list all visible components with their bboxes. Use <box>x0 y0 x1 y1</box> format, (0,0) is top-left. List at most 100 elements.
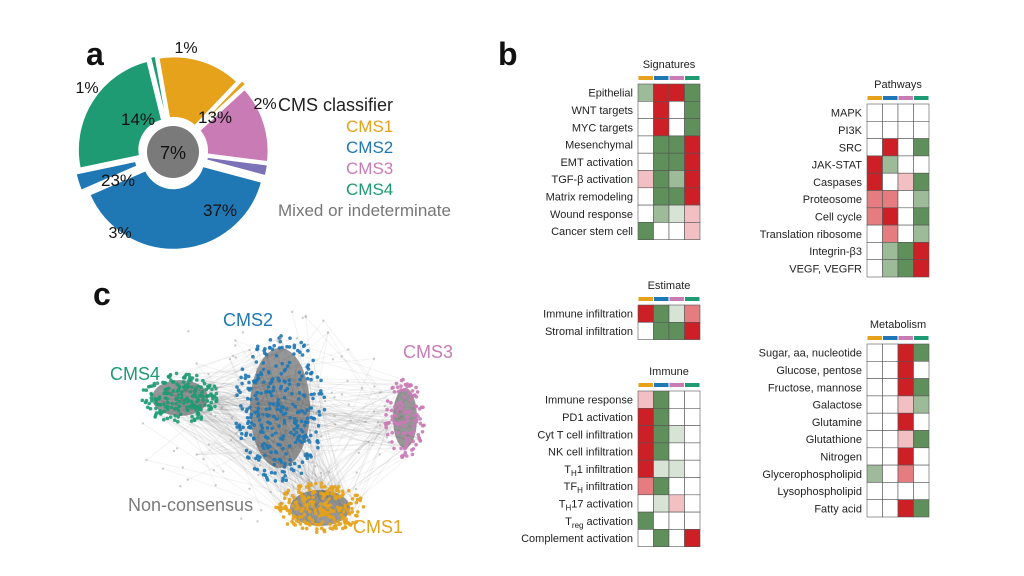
heatmap-row-label: Cancer stem cell <box>551 226 633 238</box>
heatmap-cell <box>897 482 914 500</box>
heatmap-cell <box>897 259 914 278</box>
heatmap-row-label: Translation ribosome <box>760 229 862 241</box>
network-label-cms3: CMS3 <box>403 342 453 362</box>
heatmap-cell <box>668 222 685 240</box>
heatmap-header-bar <box>669 297 684 301</box>
pie-slice-4 <box>87 164 264 252</box>
heatmap-cell <box>668 459 685 478</box>
heatmap-row-label: Glutathione <box>806 434 862 446</box>
heatmap-cell <box>653 442 670 461</box>
heatmap-cell <box>882 190 899 209</box>
network-graph: CMS2 CMS3 CMS4 Non-consensus CMS1 <box>110 310 453 537</box>
heatmap-row-label: TH1 infiltration <box>564 464 633 478</box>
heatmap-cell <box>653 222 670 240</box>
heatmap-cell <box>684 83 701 102</box>
heatmap-row-label: Fructose, mannose <box>768 382 862 394</box>
heatmap-cell <box>653 425 670 444</box>
heatmap-cell <box>684 118 701 137</box>
pie-label-5: 3% <box>108 225 131 242</box>
heatmap-cell <box>684 425 701 444</box>
heatmap-header-bar <box>654 76 669 80</box>
heatmap-cell <box>897 395 914 414</box>
heatmap-cell <box>913 412 930 431</box>
heatmap-cell <box>866 103 883 122</box>
heatmap-cell <box>684 511 701 530</box>
heatmap-row-label: Stromal infiltration <box>545 326 633 338</box>
heatmap-cell <box>637 407 654 426</box>
heatmap-cell <box>882 343 899 362</box>
heatmap-cell <box>684 459 701 478</box>
heatmap-pathways: PathwaysMAPKPI3KSRCJAK-STATCaspasesProte… <box>760 79 930 278</box>
pie-label-2: 13% <box>198 108 232 127</box>
heatmap-cell <box>866 259 883 278</box>
heatmap-cell <box>897 430 914 449</box>
heatmap-row-label: MYC targets <box>572 122 634 134</box>
heatmap-cell <box>684 187 701 206</box>
heatmap-cell <box>913 447 930 466</box>
heatmap-cell <box>637 477 654 496</box>
heatmap-cell <box>897 103 914 122</box>
pie-slice-2 <box>197 86 271 164</box>
heatmap-cell <box>668 390 685 409</box>
heatmap-cell <box>897 138 914 157</box>
heatmap-cell <box>637 425 654 444</box>
heatmap-cell <box>637 304 654 323</box>
pie-label-7: 1% <box>174 40 197 57</box>
heatmap-cell <box>913 343 930 362</box>
heatmap-cell <box>653 529 670 548</box>
heatmap-row-label: Nitrogen <box>820 451 862 463</box>
heatmap-row-label: Complement activation <box>521 533 633 545</box>
heatmap-row-label: Cyt T cell infiltration <box>537 429 633 441</box>
heatmap-cell <box>684 390 701 409</box>
pie-slice-3 <box>204 155 270 178</box>
heatmap-cell <box>653 204 670 223</box>
heatmap-row-label: Treg activation <box>565 516 633 530</box>
heatmap-cell <box>897 412 914 431</box>
heatmap-row-label: Galactose <box>812 400 862 412</box>
pie-center-label: 7% <box>160 143 186 163</box>
heatmap-cell <box>668 304 685 323</box>
heatmap-cell <box>866 242 883 260</box>
heatmap-cell <box>653 407 670 426</box>
heatmap-cell <box>913 207 930 226</box>
heatmap-row-label: Caspases <box>813 177 862 189</box>
panel-letter-a: a <box>86 36 104 72</box>
legend-item-cms1: CMS1 <box>346 117 394 136</box>
heatmap-title: Immune <box>649 366 689 378</box>
heatmap-cell <box>684 152 701 171</box>
heatmap-cell <box>882 172 899 191</box>
heatmap-cell <box>668 170 685 189</box>
heatmap-cell <box>668 118 685 137</box>
heatmap-cell <box>637 222 654 240</box>
heatmap-cell <box>684 407 701 426</box>
heatmap-cell <box>866 343 883 362</box>
heatmap-cell <box>882 499 899 518</box>
heatmap-row-label: Immune response <box>545 395 633 407</box>
heatmap-cell <box>882 103 899 122</box>
heatmap-cell <box>913 103 930 122</box>
heatmap-cell <box>913 224 930 243</box>
heatmap-cell <box>684 442 701 461</box>
heatmap-cell <box>653 304 670 323</box>
heatmap-cell <box>637 152 654 171</box>
heatmap-header-bar <box>883 96 898 100</box>
heatmap-cell <box>668 477 685 496</box>
heatmap-header-bar <box>638 297 653 301</box>
heatmap-row-label: Matrix remodeling <box>546 191 633 203</box>
heatmap-row-label: Cell cycle <box>815 211 862 223</box>
heatmap-cell <box>866 207 883 226</box>
heatmap-header-bar <box>685 297 700 301</box>
heatmap-cell <box>882 155 899 174</box>
heatmap-row-label: Glucose, pentose <box>776 365 862 377</box>
pie-slice-5 <box>73 159 140 193</box>
heatmap-cell <box>913 360 930 379</box>
heatmap-cell <box>653 152 670 171</box>
heatmap-cell <box>637 204 654 223</box>
heatmap-row-label: Integrin-β3 <box>809 246 862 258</box>
heatmap-cell <box>897 155 914 174</box>
heatmap-header-bar <box>669 76 684 80</box>
pie-label-0: 14% <box>121 110 155 129</box>
heatmap-cell <box>882 138 899 157</box>
heatmap-cell <box>637 321 654 340</box>
heatmap-header-bar <box>654 383 669 387</box>
